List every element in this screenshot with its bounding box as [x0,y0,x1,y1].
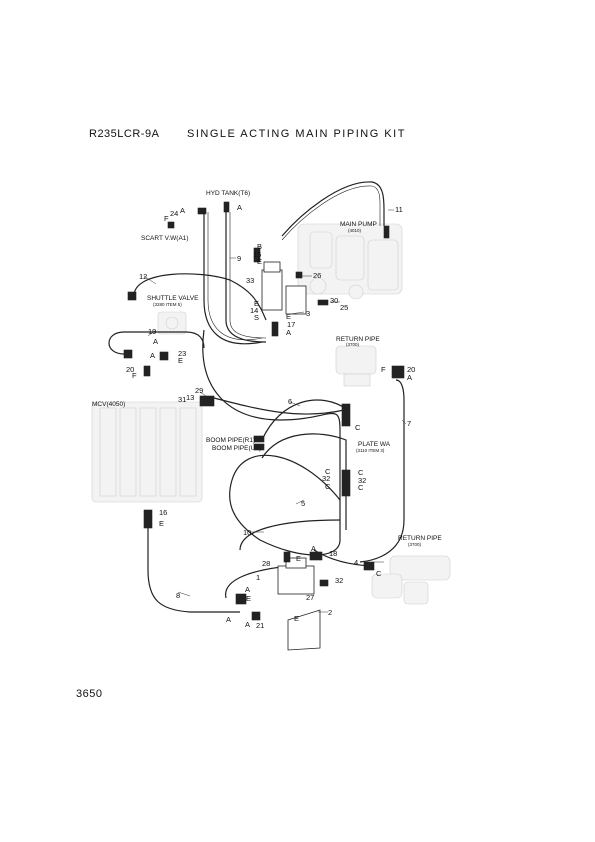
port-a-scart: A [180,206,185,215]
return-pipe-2-drawing [371,555,451,605]
port-f-1: F [132,371,137,380]
page-title: SINGLE ACTING MAIN PIPING KIT [187,128,406,140]
port-a-8: A [245,620,250,629]
part-23: 23 [178,349,186,358]
port-c-4: C [325,482,331,491]
port-e-6: E [296,554,301,563]
return-pipe-2-label: RETURN PIPE [398,535,442,542]
boom-pipe-u1-label: BOOM PIPE(U1) [212,445,261,452]
plate-wa-ref: (3110 ITEM 3) [356,448,385,453]
part-4: 4 [354,558,358,567]
port-e-2: E [254,299,259,308]
return-pipe-1-ref: (3700) [346,342,360,347]
port-e-4: E [178,356,183,365]
part-3: 3 [306,309,310,318]
part-numbers: 1 2 3 4 5 6 7 8 9 10 11 12 13 14 15 16 1… [126,205,415,630]
part-5: 5 [301,499,305,508]
part-24: 24 [170,209,178,218]
port-c-2: C [325,467,331,476]
bracket-3 [285,285,307,315]
port-a-3: A [150,351,155,360]
return-pipe-2-ref: (3700) [408,542,422,547]
hyd-tank-label: HYD TANK(T6) [206,190,250,197]
mcv-label: MCV(4050) [92,401,125,408]
valve-block-33 [261,269,283,311]
port-e-8: E [294,614,299,623]
mcv-drawing [91,401,203,503]
port-a-tank: A [237,203,242,212]
port-e-7: E [246,594,251,603]
part-25: 25 [340,303,348,312]
part-9: 9 [237,254,241,263]
port-a-2: A [153,337,158,346]
part-31: 31 [178,395,186,404]
port-c-5: C [358,483,364,492]
part-18: 18 [329,549,337,558]
part-21: 21 [256,621,264,630]
leader-lines [143,209,407,613]
part-16: 16 [159,508,167,517]
port-a-1: A [286,328,291,337]
port-s: S [254,313,259,322]
part-27: 27 [306,593,314,602]
port-e-1: E [257,257,262,266]
main-pump-label: MAIN PUMP [340,221,377,228]
scart-label: SCART V.W(A1) [141,235,189,242]
bracket-2 [287,609,321,651]
port-f-scart: F [164,214,169,223]
fittings [123,201,405,651]
plate-wa-label: PLATE WA [358,441,391,448]
model-code: R235LCR-9A [89,128,160,140]
port-a-6: A [245,585,250,594]
part-10: 10 [243,528,251,537]
part-30: 30 [330,296,338,305]
port-e-3: E [286,312,291,321]
port-c-3: C [358,468,364,477]
part-20b: 20 [407,365,415,374]
return-pipe-1-drawing [335,345,377,387]
shuttle-valve-ref: (3280 ITEM 5) [153,302,182,307]
part-14: 14 [250,306,258,315]
port-f-2: F [381,365,386,374]
port-letters: A A F B E E S E A A A E F F A C C C C C … [132,203,412,629]
return-pipe-1-label: RETURN PIPE [336,336,380,343]
part-11: 11 [395,205,403,214]
part-6: 6 [288,397,292,406]
valve-block-1 [277,565,315,595]
port-a-7: A [226,615,231,624]
part-12: 12 [139,272,147,281]
part-32b: 32 [358,476,366,485]
shuttle-valve-label: SHUTTLE VALVE [147,295,199,302]
part-29: 29 [195,386,203,395]
part-20a: 20 [126,365,134,374]
part-33: 33 [246,276,254,285]
port-c-1: C [355,423,361,432]
part-17: 17 [287,320,295,329]
part-1: 1 [256,573,260,582]
part-8: 8 [176,591,180,600]
part-26: 26 [313,271,321,280]
component-labels: HYD TANK(T6) MAIN PUMP (4010) SCART V.W(… [92,190,442,547]
hoses [108,181,405,613]
part-7: 7 [407,419,411,428]
part-32c: 32 [335,576,343,585]
main-pump-drawing [297,223,403,300]
port-a-5: A [311,544,316,553]
port-a-4: A [407,373,412,382]
main-pump-ref: (4010) [348,228,362,233]
part-28: 28 [262,559,270,568]
port-b: B [257,242,262,251]
part-2: 2 [328,608,332,617]
page-number: 3650 [76,688,103,700]
part-13: 13 [186,393,194,402]
part-19: 19 [148,327,156,336]
part-15: 15 [253,250,261,259]
boom-pipe-r1-label: BOOM PIPE(R1) [206,437,255,444]
port-e-5: E [159,519,164,528]
port-c-6: C [376,569,382,578]
part-32a: 32 [322,474,330,483]
shuttle-valve-drawing [157,311,187,335]
